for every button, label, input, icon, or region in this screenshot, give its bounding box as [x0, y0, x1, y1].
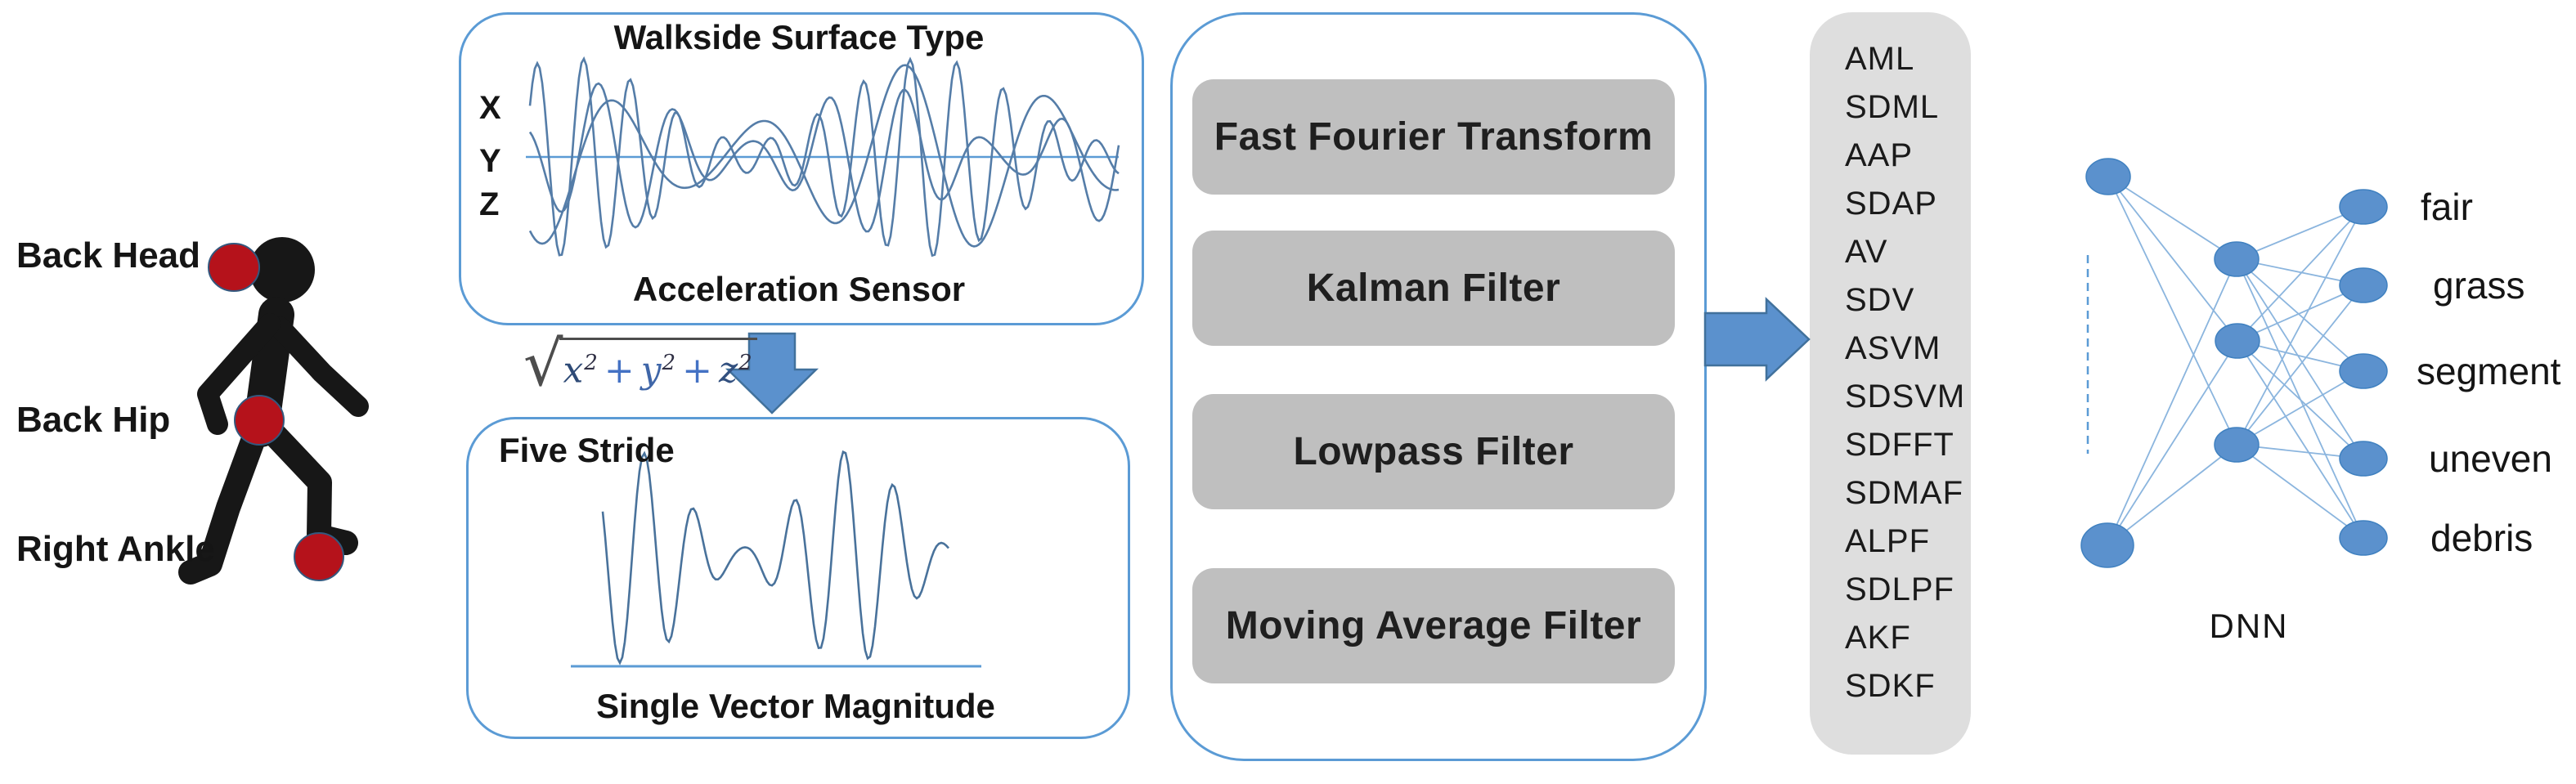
dnn-edge [2236, 258, 2364, 459]
dnn-hidden-node [2214, 427, 2260, 463]
dnn-output-node [2339, 267, 2388, 303]
xyz-signal-plot [526, 56, 1120, 258]
formula-radicand: x2+y2+z2 [559, 338, 757, 392]
signal-x [528, 56, 1120, 258]
sensor-label-back-hip: Back Hip [16, 400, 171, 440]
formula-term-x: x [563, 349, 584, 392]
feature-item: AKF [1845, 620, 1911, 656]
feature-item: SDSVM [1845, 379, 1966, 414]
dnn-output-segment: segment [2417, 350, 2561, 392]
dnn-edge [2107, 340, 2238, 546]
filter-pipeline-box [1170, 12, 1707, 761]
axis-label-x: X [479, 90, 501, 126]
svm-box-caption: Single Vector Magnitude [596, 687, 995, 725]
person-front-arm [269, 316, 369, 417]
sensor-label-right-ankle: Right Ankle [16, 529, 215, 569]
dnn-edge [2236, 444, 2364, 539]
dnn-edge [2237, 284, 2364, 342]
feature-item: SDLPF [1845, 571, 1954, 607]
step-lowpass-filter: Lowpass Filter [1192, 394, 1675, 509]
dnn-output-fair: fair [2421, 186, 2473, 228]
acceleration-sensor-box [459, 12, 1144, 325]
feature-item: ASVM [1845, 330, 1941, 366]
acceleration-box-title: Walkside Surface Type [613, 18, 985, 56]
formula-plus: + [682, 349, 712, 392]
sensor-markers [208, 243, 344, 581]
step-kalman-filter: Kalman Filter [1192, 231, 1675, 346]
signal-z [528, 64, 1120, 248]
signal-y [528, 82, 1120, 233]
formula-plus: + [604, 349, 635, 392]
axis-label-y: Y [479, 143, 501, 179]
dnn-edge [2107, 176, 2237, 446]
dnn-edge [2107, 176, 2238, 342]
dnn-label: DNN [2209, 607, 2289, 645]
dnn-output-node [2339, 353, 2388, 389]
dnn-hidden-node [2214, 241, 2260, 277]
feature-item: SDV [1845, 282, 1915, 318]
dnn-output-grass: grass [2433, 264, 2525, 307]
dnn-nodes [2080, 158, 2388, 568]
formula-term-z: z [718, 349, 738, 392]
dnn-edge [2237, 206, 2364, 342]
step-fast-fourier-transform: Fast Fourier Transform [1192, 79, 1675, 195]
single-vector-magnitude-box [466, 417, 1130, 739]
dnn-input-node [2085, 158, 2131, 195]
sensor-marker-ankle [294, 532, 344, 581]
sensor-marker-head [208, 243, 260, 292]
feature-item: SDAP [1845, 186, 1937, 222]
dnn-edge [2237, 340, 2364, 539]
formula-term-y: y [640, 349, 662, 392]
person-back-arm [197, 313, 280, 435]
svm-formula: √ x2+y2+z2 [523, 327, 757, 400]
right-arrow-icon [1703, 297, 1811, 382]
dnn-output-debris: debris [2430, 517, 2533, 559]
svm-signal-plot [571, 450, 981, 668]
dnn-edge [2107, 444, 2237, 546]
dnn-edge [2107, 176, 2237, 260]
signal-svm [601, 450, 949, 665]
feature-item: AML [1845, 41, 1915, 77]
feature-item: ALPF [1845, 523, 1931, 559]
sensor-marker-hip [234, 395, 285, 446]
dnn-edge [2236, 206, 2364, 446]
dnn-edges [2107, 176, 2364, 546]
person-head [249, 237, 315, 302]
down-arrow-icon [725, 332, 819, 414]
feature-list-panel [1810, 12, 1971, 755]
dnn-edge [2236, 284, 2364, 446]
feature-item: SDKF [1845, 668, 1936, 704]
radical-icon: √ [523, 327, 563, 400]
feature-item: AV [1845, 234, 1888, 270]
dnn-edge [2236, 370, 2364, 446]
dnn-output-node [2339, 520, 2388, 556]
dnn-output-node [2339, 189, 2388, 225]
dnn-edge [2237, 340, 2364, 459]
formula-exp-x: 2 [584, 351, 598, 375]
sensor-label-back-head: Back Head [16, 235, 201, 276]
feature-item: SDMAF [1845, 475, 1963, 511]
step-moving-average-filter: Moving Average Filter [1192, 568, 1675, 683]
axis-label-z: Z [479, 186, 500, 222]
formula-exp-z: 2 [738, 351, 752, 375]
formula-exp-y: 2 [662, 351, 676, 375]
person-back-leg [178, 411, 272, 585]
dnn-output-node [2339, 441, 2388, 477]
acceleration-box-caption: Acceleration Sensor [632, 270, 966, 308]
feature-item: AAP [1845, 137, 1914, 173]
dnn-output-uneven: uneven [2429, 437, 2552, 480]
dnn-input-node [2080, 522, 2134, 568]
dnn-edge [2236, 258, 2364, 372]
feature-item: SDFFT [1845, 427, 1954, 463]
dnn-hidden-node [2215, 323, 2260, 359]
dnn-edge [2107, 258, 2237, 546]
svm-box-title: Five Stride [499, 431, 675, 469]
feature-item: SDML [1845, 89, 1940, 125]
